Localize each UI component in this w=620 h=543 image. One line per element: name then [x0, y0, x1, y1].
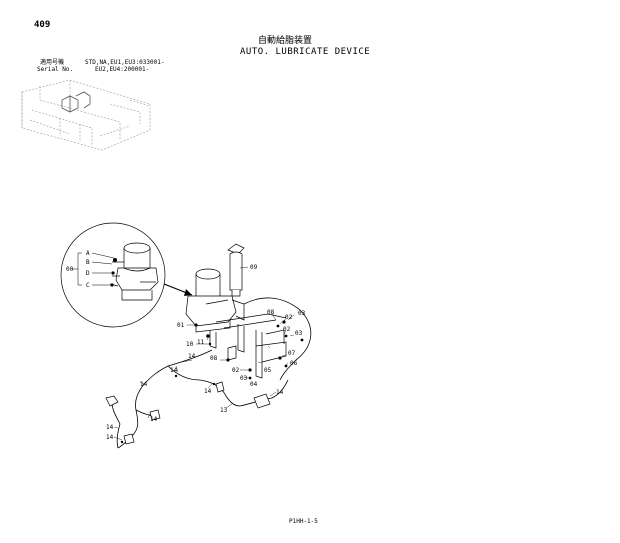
callout-14-e: 14	[204, 388, 212, 395]
small-fittings	[120, 320, 304, 444]
highlighted-pump-location	[61, 91, 91, 113]
callout-d: D	[86, 270, 90, 277]
callout-13: 13	[220, 407, 228, 414]
callout-02-lower: 02	[232, 367, 240, 374]
footer-code: P1HH-1-5	[289, 518, 318, 525]
callout-14-f: 14	[276, 389, 284, 396]
callout-02-upper: 02	[285, 314, 293, 321]
title-japanese: 自動給脂装置	[258, 36, 313, 46]
callout-08-lower: 08	[210, 355, 218, 362]
detail-arrow	[163, 283, 193, 296]
callout-14-a: 14	[188, 353, 196, 360]
callout-05: 05	[264, 367, 272, 374]
callout-10: 10	[186, 341, 194, 348]
callout-14-b: 14	[170, 367, 178, 374]
mounting-bracket	[209, 313, 287, 379]
callout-14-d: 14	[150, 416, 158, 423]
callout-leaders	[113, 266, 295, 441]
detail-view-circle	[60, 222, 166, 328]
hose-end-fittings	[105, 381, 271, 445]
callout-14-h: 14	[106, 434, 114, 441]
callout-00: 00	[66, 266, 74, 273]
callout-07: 07	[288, 350, 296, 357]
callout-14-g: 14	[106, 424, 114, 431]
callout-c: C	[86, 282, 90, 289]
serial-range-line-2: EU2,EU4:200001-	[95, 66, 150, 73]
title-english: AUTO. LUBRICATE DEVICE	[240, 47, 371, 57]
callout-03-upper: 03	[298, 310, 306, 317]
callout-04: 04	[250, 381, 258, 388]
callout-09: 09	[250, 264, 258, 271]
callout-03-lower: 03	[240, 375, 248, 382]
serial-label-japanese: 適用号機	[40, 59, 65, 66]
callout-01: 01	[177, 322, 185, 329]
grease-cartridge	[227, 243, 245, 297]
callout-b: B	[86, 259, 90, 266]
callout-11: 11	[197, 339, 205, 346]
callout-a: A	[86, 250, 90, 257]
callout-08-upper: 08	[267, 309, 275, 316]
machine-location-sketch	[21, 79, 151, 151]
serial-label-english: Serial No.	[37, 66, 74, 73]
callout-06: 06	[290, 360, 298, 367]
serial-range-line-1: STD,NA,EU1,EU3:033001-	[85, 59, 165, 66]
callout-14-c: 14	[140, 381, 148, 388]
callout-02-middle: 02	[283, 326, 291, 333]
page-number: 409	[34, 20, 51, 30]
callout-03-middle: 03	[295, 330, 303, 337]
